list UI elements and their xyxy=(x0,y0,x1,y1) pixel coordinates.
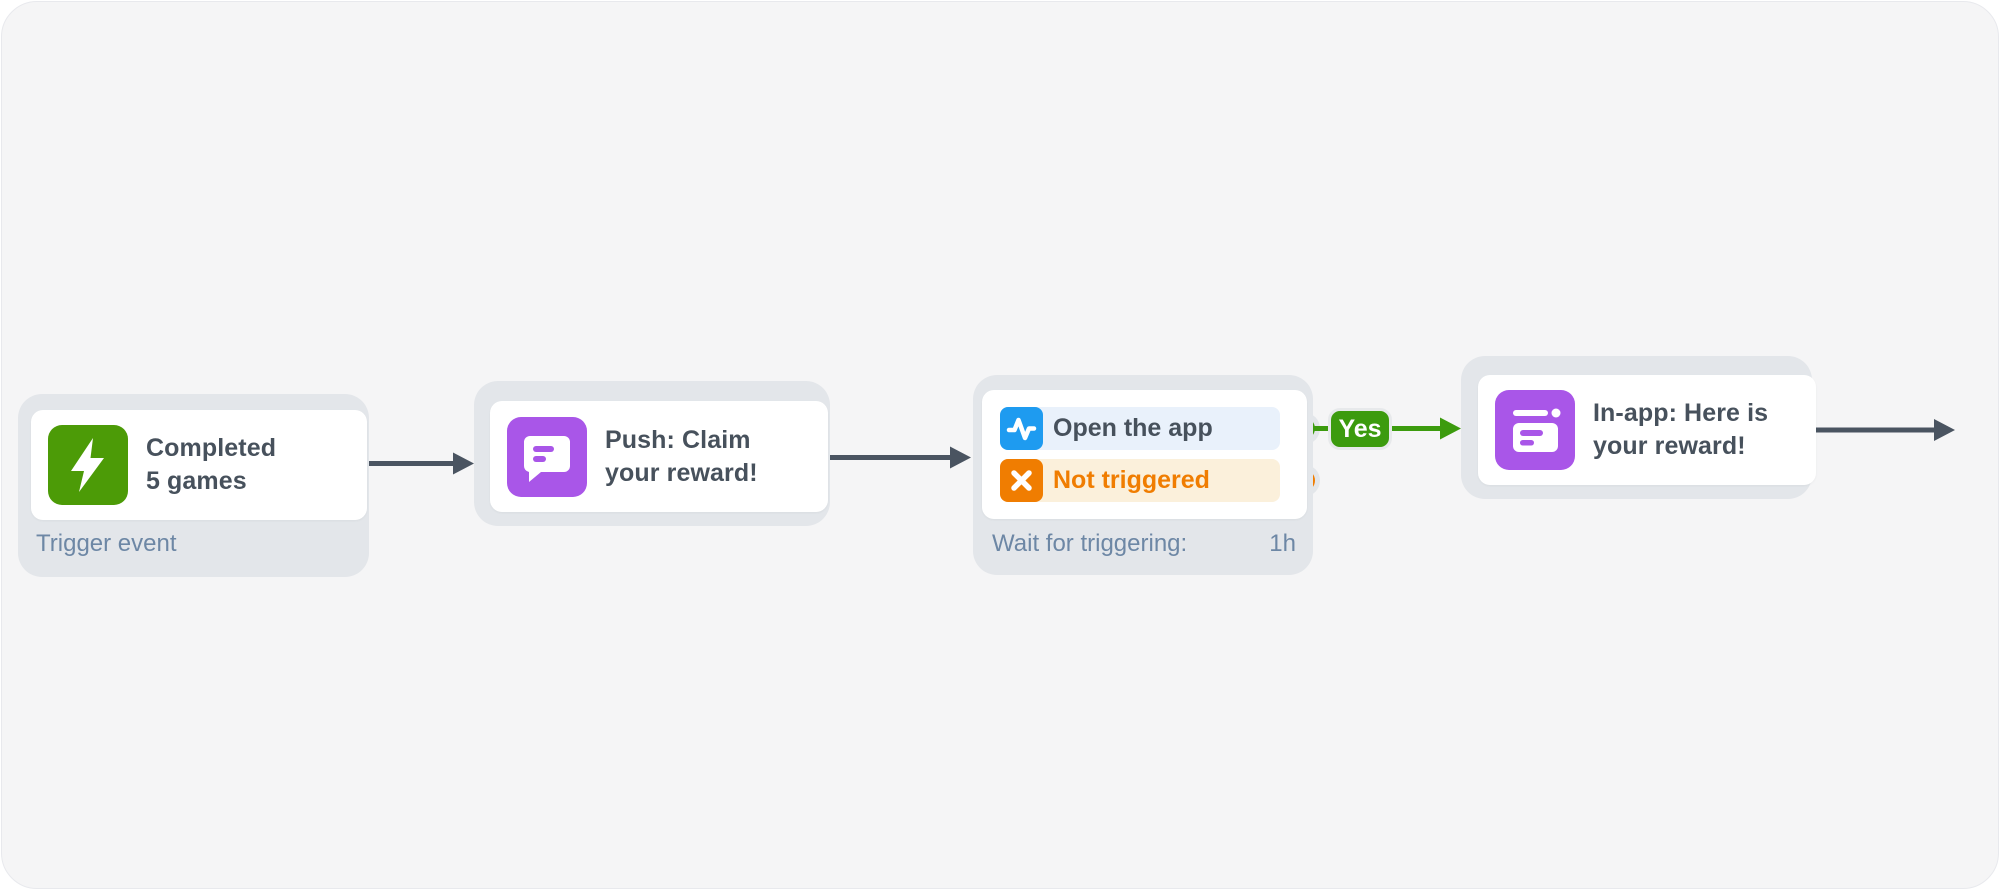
inapp-message-icon xyxy=(1495,390,1575,470)
branch-row-not-triggered[interactable]: Not triggered xyxy=(1000,459,1280,502)
lightning-icon xyxy=(48,425,128,505)
wait-footer-label: Wait for triggering: xyxy=(992,530,1188,557)
arrowhead-push-to-wait xyxy=(950,446,971,469)
branch-row-open-the-app[interactable]: Open the app xyxy=(1000,407,1280,450)
app-activity-icon xyxy=(1000,407,1043,450)
push-message-icon xyxy=(507,416,587,497)
node-push-message[interactable]: Push: Claim your reward! xyxy=(474,381,830,526)
node-trigger-event[interactable]: Completed 5 games Trigger event xyxy=(18,394,369,577)
node-trigger-title: Completed 5 games xyxy=(146,434,277,495)
node-trigger-card[interactable]: Completed 5 games xyxy=(31,410,367,520)
node-inapp-card[interactable]: In-app: Here is your reward! xyxy=(1478,375,1816,485)
wait-footer-value[interactable]: 1h xyxy=(1269,530,1296,557)
node-wait-for-trigger[interactable]: Open the app Not triggered Wait for trig… xyxy=(973,375,1313,575)
node-inapp-message[interactable]: In-app: Here is your reward! xyxy=(1461,356,1816,499)
edge-label-yes[interactable]: Yes xyxy=(1328,408,1392,450)
arrowhead-yes-to-inapp xyxy=(1440,417,1461,440)
arrowhead-inapp-out xyxy=(1934,419,1955,441)
cross-icon xyxy=(1000,459,1043,502)
node-push-title: Push: Claim your reward! xyxy=(605,425,758,487)
branch-not-triggered-label: Not triggered xyxy=(1053,466,1210,494)
node-wait-card[interactable]: Open the app Not triggered xyxy=(982,390,1307,519)
wait-footer: Wait for triggering: 1h xyxy=(992,530,1296,558)
node-push-card[interactable]: Push: Claim your reward! xyxy=(490,401,828,512)
branch-open-label: Open the app xyxy=(1053,414,1213,442)
node-inapp-title: In-app: Here is your reward! xyxy=(1593,399,1769,460)
arrowhead-trigger-to-push xyxy=(453,452,474,475)
node-trigger-type-label: Trigger event xyxy=(36,530,177,557)
